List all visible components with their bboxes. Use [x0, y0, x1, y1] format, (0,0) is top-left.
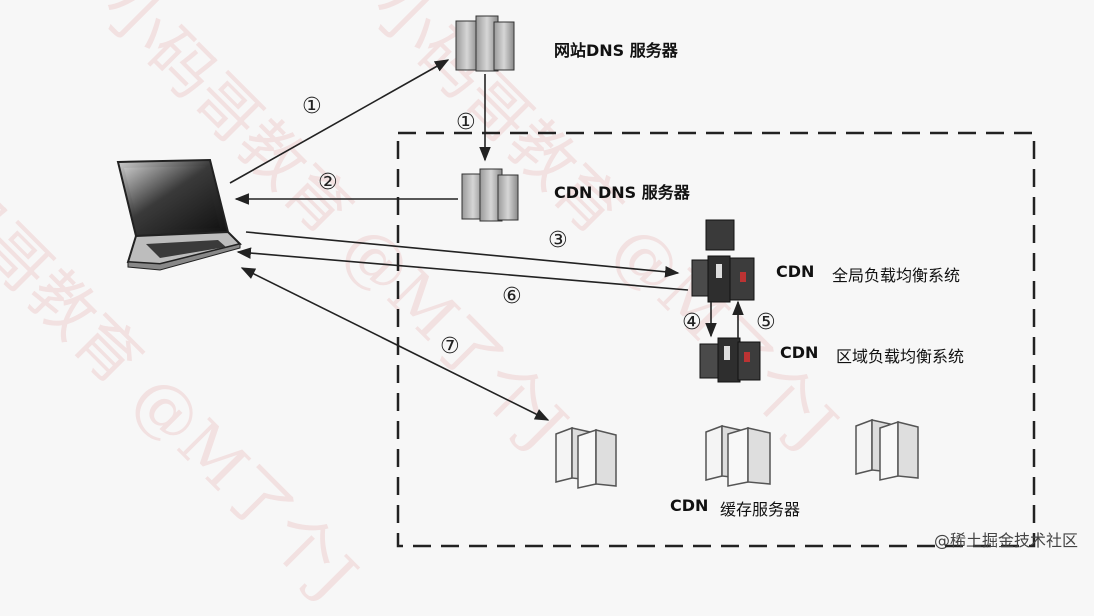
- cdn-dns-server-icon: [461, 168, 519, 222]
- step-1-label: ①: [456, 110, 476, 135]
- arrow-step7-laptop-cache: [240, 267, 550, 421]
- credit-label: @稀土掘金技术社区: [933, 531, 1078, 550]
- cache-server-icon: [555, 426, 617, 489]
- step-5-label: ⑤: [756, 310, 776, 335]
- step-1-label: ①: [302, 94, 322, 119]
- step-2-label: ②: [318, 170, 338, 195]
- region-lb-prefix: CDN: [780, 343, 819, 362]
- cache-label: 缓存服务器: [720, 500, 801, 519]
- global-load-balancer-icon: [691, 219, 755, 303]
- site-dns-server-icon: [455, 15, 515, 72]
- laptop-icon: [116, 158, 242, 271]
- global-lb-prefix: CDN: [776, 262, 815, 281]
- step-7-label: ⑦: [440, 334, 460, 359]
- arrow-step6-global-lb-to-laptop: [236, 247, 689, 291]
- step-3-label: ③: [548, 228, 568, 253]
- step-4-label: ④: [682, 310, 702, 335]
- site-dns-label: 网站DNS 服务器: [554, 41, 678, 60]
- step-6-label: ⑥: [502, 284, 522, 309]
- region-lb-label: 区域负载均衡系统: [836, 347, 965, 366]
- cache-server-icon: [705, 424, 771, 487]
- cache-prefix: CDN: [670, 496, 709, 515]
- arrow-step1-laptop-to-site-dns: [229, 59, 450, 184]
- diagram-graphics: [116, 15, 1036, 548]
- cache-server-icon: [855, 418, 919, 481]
- regional-load-balancer-icon: [699, 337, 761, 383]
- global-lb-label: 全局负载均衡系统: [832, 266, 961, 285]
- arrow-step3-laptop-to-global-lb: [245, 231, 680, 278]
- cdn-dns-label: CDN DNS 服务器: [554, 183, 690, 202]
